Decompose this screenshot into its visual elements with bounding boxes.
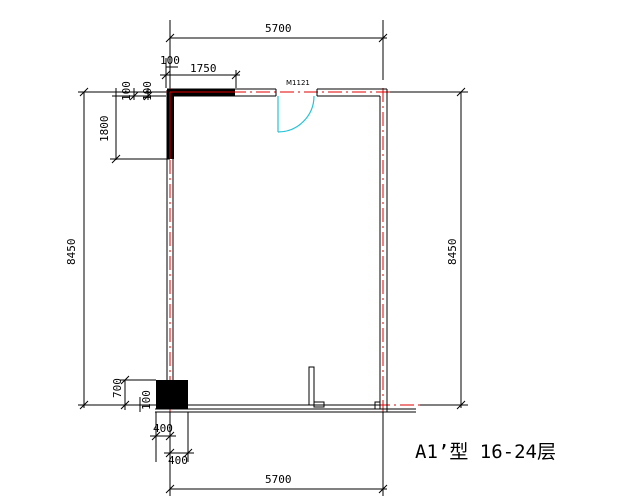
dim-left-lower-small: 100 [140,390,153,410]
dim-left-top-a: 100 [120,81,133,101]
column-bottom [156,380,188,409]
door-m1121 [277,95,315,133]
drawing-title: A1’型 16-24层 [415,441,556,463]
dim-top-segment-line [160,58,241,88]
walls [155,88,416,413]
door-tag: M1121 [286,79,310,87]
dim-bottom-b: 400 [168,454,188,467]
dim-left-upper-line [110,88,170,164]
dim-top-wall-offset: 100 [160,54,180,67]
concrete-columns [156,89,235,409]
dim-left-height: 8450 [65,239,78,266]
dim-bottom-small-lines [150,412,194,496]
dim-left-lower-line [120,375,156,412]
dim-right-height-line [390,87,468,410]
dim-left-top-b: 100 [141,81,154,101]
dim-left-lower: 700 [111,378,124,398]
dim-top-segment: 1750 [190,62,217,75]
dim-left-upper: 1800 [98,116,111,143]
axis-lines [160,88,420,470]
dim-bottom-total-line [165,412,388,496]
dim-left-height-line [78,87,166,410]
column-red-highlight [169,91,235,159]
dim-top-total-line [165,20,388,88]
dim-right-height: 8450 [446,239,459,266]
dim-bottom-a: 400 [153,422,173,435]
dim-top-total: 5700 [265,22,292,35]
dim-bottom-total: 5700 [265,473,292,486]
